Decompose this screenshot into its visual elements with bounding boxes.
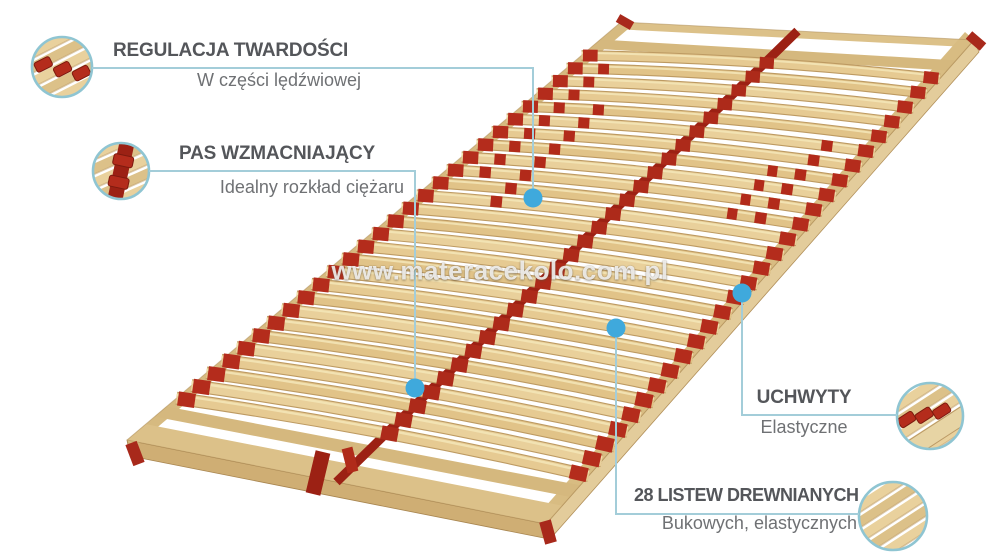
callout-slats-subtitle: Bukowych, elastycznych <box>661 513 857 533</box>
marker-dot-handles <box>732 283 752 303</box>
zoom-inset-slats <box>857 480 929 552</box>
belt-end-tabs <box>305 446 359 496</box>
marker-dots <box>405 188 752 398</box>
callout-hardness-title: REGULACJA TWARDOŚCI <box>113 40 349 61</box>
marker-dot-hardness <box>523 188 543 208</box>
callout-belt-subtitle: Idealny rozkład ciężaru <box>219 177 404 197</box>
watermark: www.materacekolo.com.pl <box>331 255 669 286</box>
callout-hardness-subtitle: W części lędźwiowej <box>196 70 361 90</box>
hardness-sliders <box>479 63 834 225</box>
leader-line-slats <box>615 328 859 515</box>
callout-handles-title: UCHWYTY <box>756 387 852 408</box>
corner-brackets <box>125 14 987 545</box>
marker-dot-belt <box>405 378 425 398</box>
callout-belt-title: PAS WZMACNIAJĄCY <box>179 143 375 164</box>
leader-line-handles <box>741 293 897 416</box>
bed-frame <box>125 14 987 545</box>
leader-lines <box>92 67 897 515</box>
zoom-inset-hardness <box>30 35 94 99</box>
marker-dot-slats <box>606 318 626 338</box>
leader-line-hardness <box>92 67 534 198</box>
leader-line-belt <box>149 170 416 388</box>
zoom-insets <box>30 35 965 552</box>
slat-pockets <box>177 49 939 483</box>
callout-handles-subtitle: Elastyczne <box>760 417 848 437</box>
zoom-inset-handles <box>895 381 965 451</box>
callout-slats-title: 28 LISTEW DREWNIANYCH <box>634 485 859 505</box>
